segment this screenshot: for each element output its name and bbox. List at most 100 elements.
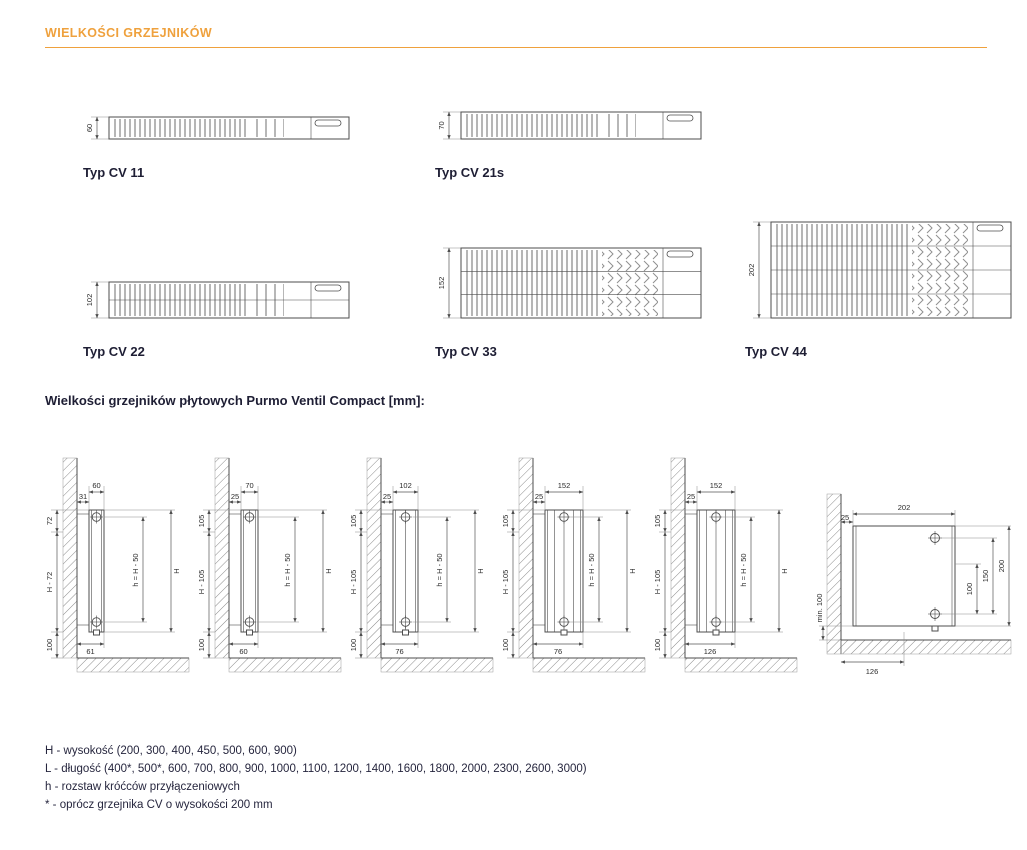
dim-label: 100 bbox=[349, 639, 358, 652]
dim-label: 25 bbox=[535, 492, 543, 501]
valve-housing bbox=[976, 224, 1004, 232]
dim-label: h = H - 50 bbox=[739, 553, 748, 586]
dim-label: 61 bbox=[86, 647, 94, 656]
floor-hatch bbox=[228, 657, 342, 673]
top-view-cv11: 60 bbox=[85, 116, 350, 140]
page-title: WIELKOŚCI GRZEJNIKÓW bbox=[45, 26, 213, 40]
dim-label: H bbox=[780, 568, 789, 573]
valve-housing bbox=[666, 250, 694, 258]
type-label: Typ CV 11 bbox=[83, 165, 145, 180]
floor-hatch bbox=[684, 657, 798, 673]
valve-outlet bbox=[931, 625, 939, 632]
dim-label: 70 bbox=[245, 481, 253, 490]
dim-label: h = H - 50 bbox=[587, 553, 596, 586]
dim-label: 100 bbox=[653, 639, 662, 652]
valve-outlet bbox=[246, 629, 253, 636]
dim-label: 150 bbox=[981, 570, 990, 583]
type-label: Typ CV 21s bbox=[435, 165, 505, 180]
floor-hatch bbox=[380, 657, 494, 673]
section-title: Wielkości grzejników płytowych Purmo Ven… bbox=[45, 393, 425, 408]
floor-hatch bbox=[76, 657, 190, 673]
dim-label: 152 bbox=[558, 481, 571, 490]
type-label: Typ CV 44 bbox=[745, 344, 807, 359]
wall-hatch bbox=[826, 493, 842, 655]
dim-label: 70 bbox=[437, 121, 446, 129]
dim-label: 152 bbox=[437, 277, 446, 290]
valve-outlet bbox=[560, 629, 568, 636]
dim-label: 60 bbox=[92, 481, 100, 490]
top-view-cv33: 152 bbox=[437, 247, 702, 319]
top-view-cv44: 202 bbox=[747, 221, 1012, 319]
legend: H - wysokość (200, 300, 400, 450, 500, 6… bbox=[45, 742, 987, 814]
dim-label: H bbox=[324, 568, 333, 573]
dim-label: h = H - 50 bbox=[435, 553, 444, 586]
wall-hatch bbox=[366, 457, 382, 659]
valve-housing bbox=[666, 114, 694, 122]
dim-label: H - 72 bbox=[45, 572, 54, 592]
dim-label: 25 bbox=[231, 492, 239, 501]
radiator-body bbox=[852, 525, 956, 627]
dim-label: 25 bbox=[383, 492, 391, 501]
valve-outlet bbox=[93, 629, 100, 636]
dim-label: 25 bbox=[687, 492, 695, 501]
dim-label: min. 100 bbox=[815, 594, 824, 623]
dim-label: 126 bbox=[704, 647, 717, 656]
dim-label: 60 bbox=[239, 647, 247, 656]
type-label: Typ CV 22 bbox=[83, 344, 145, 359]
wall-hatch bbox=[670, 457, 686, 659]
dim-label: 126 bbox=[866, 667, 879, 676]
legend-line-spacing: h - rozstaw króćców przyłączeniowych bbox=[45, 781, 240, 793]
dim-label: 105 bbox=[501, 515, 510, 528]
dim-label: 202 bbox=[898, 503, 911, 512]
dim-label: h = H - 50 bbox=[131, 553, 140, 586]
dim-label: 102 bbox=[399, 481, 412, 490]
wall-hatch bbox=[214, 457, 230, 659]
dim-label: H - 105 bbox=[197, 570, 206, 595]
dim-label: 105 bbox=[197, 515, 206, 528]
detail-diagram: 202 25 100 150 200 min. 1 bbox=[815, 493, 1012, 676]
dim-label: 200 bbox=[997, 560, 1006, 573]
dim-label: 76 bbox=[395, 647, 403, 656]
wall-hatch bbox=[62, 457, 78, 659]
dim-label: H bbox=[628, 568, 637, 573]
dim-label: 152 bbox=[710, 481, 723, 490]
valve-housing bbox=[314, 119, 342, 127]
dim-label: H - 105 bbox=[653, 570, 662, 595]
dim-label: H - 105 bbox=[501, 570, 510, 595]
legend-line-note: * - oprócz grzejnika CV o wysokości 200 … bbox=[45, 799, 273, 811]
legend-line-length: L - długość (400*, 500*, 600, 700, 800, … bbox=[45, 763, 587, 775]
dim-label: 60 bbox=[85, 124, 94, 132]
floor-hatch bbox=[840, 639, 1012, 655]
dim-label: 202 bbox=[747, 264, 756, 277]
valve-outlet bbox=[402, 629, 409, 636]
dim-label: h = H - 50 bbox=[283, 553, 292, 586]
dim-label: 102 bbox=[85, 294, 94, 307]
valve-outlet bbox=[712, 629, 720, 636]
dim-label: 25 bbox=[841, 513, 849, 522]
legend-line-height: H - wysokość (200, 300, 400, 450, 500, 6… bbox=[45, 745, 297, 757]
wall-hatch bbox=[518, 457, 534, 659]
type-label: Typ CV 33 bbox=[435, 344, 497, 359]
valve-housing bbox=[314, 284, 342, 292]
dim-label: 100 bbox=[501, 639, 510, 652]
detail-block: 202 25 100 150 200 min. 1 bbox=[815, 486, 1015, 696]
header-rule bbox=[45, 47, 987, 48]
dim-label: 72 bbox=[45, 517, 54, 525]
top-view-cv22: 102 bbox=[85, 281, 350, 319]
dim-label: 100 bbox=[965, 583, 974, 596]
dim-label: H bbox=[172, 568, 181, 573]
